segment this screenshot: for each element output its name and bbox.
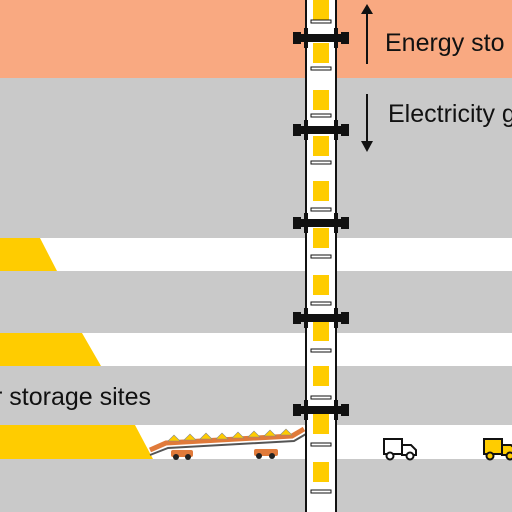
shaft-cable-segment [310, 489, 332, 494]
shaft-cable-segment [310, 442, 332, 447]
shaft-container-7 [313, 275, 329, 295]
shaft [293, 0, 349, 512]
conveyor-belt [148, 426, 306, 453]
loaded-truck-icon [483, 438, 512, 461]
shaft-clamp-left-3 [304, 213, 308, 233]
shaft-container-5 [313, 181, 329, 201]
shaft-clamp-right-5 [334, 400, 338, 420]
shaft-container-11 [313, 462, 329, 482]
shaft-container-2 [313, 43, 329, 63]
shaft-cable-segment [310, 348, 332, 353]
shaft-anchor-left-2 [293, 124, 301, 136]
electricity-generation-label: Electricity g [388, 100, 512, 128]
arrow-up [361, 4, 373, 64]
shaft-beam-4 [296, 314, 346, 322]
shaft-clamp-right-1 [334, 28, 338, 48]
shaft-container-1 [313, 0, 329, 20]
conveyor-ore-lumps [167, 428, 293, 442]
surface-band [0, 0, 512, 78]
storage-sites-label: r storage sites [0, 383, 152, 411]
shaft-beam-1 [296, 34, 346, 42]
shaft-cable-segment [310, 160, 332, 165]
shaft-anchor-right-4 [341, 312, 349, 324]
shaft-anchor-right-2 [341, 124, 349, 136]
shaft-beam-2 [296, 126, 346, 134]
shaft-anchor-right-5 [341, 404, 349, 416]
shaft-anchor-left-3 [293, 217, 301, 229]
empty-truck-icon [383, 438, 417, 461]
shaft-container-9 [313, 366, 329, 386]
shaft-anchor-right-3 [341, 217, 349, 229]
shaft-container-3 [313, 90, 329, 110]
shaft-anchor-left-1 [293, 32, 301, 44]
ore-pile-2 [0, 333, 101, 366]
conveyor-cart-2 [254, 449, 278, 459]
ore-pile-1 [0, 238, 57, 271]
shaft-cable-segment [310, 207, 332, 212]
shaft-clamp-right-4 [334, 308, 338, 328]
gallery-1 [0, 238, 512, 271]
conveyor-frame [149, 433, 307, 456]
shaft-anchor-left-4 [293, 312, 301, 324]
shaft-clamp-left-1 [304, 28, 308, 48]
shaft-clamp-left-4 [304, 308, 308, 328]
shaft-cable-segment [310, 301, 332, 306]
conveyor [148, 426, 307, 460]
shaft-details [293, 0, 349, 494]
ore-pile-3 [0, 425, 153, 459]
shaft-clamp-right-2 [334, 120, 338, 140]
arrow-down [361, 94, 373, 152]
shaft-container-4 [313, 136, 329, 156]
shaft-clamp-left-5 [304, 400, 308, 420]
shaft-container-6 [313, 228, 329, 248]
shaft-cable-segment [310, 113, 332, 118]
shaft-beam-3 [296, 219, 346, 227]
conveyor-cart-1 [171, 450, 193, 460]
shaft-cable-segment [310, 19, 332, 24]
shaft-anchor-right-1 [341, 32, 349, 44]
shaft-clamp-left-2 [304, 120, 308, 140]
shaft-anchor-left-5 [293, 404, 301, 416]
shaft-container-10 [313, 414, 329, 434]
shaft-cable-segment [310, 254, 332, 259]
shaft-cable-segment [310, 66, 332, 71]
shaft-cable-segment [310, 395, 332, 400]
shaft-beam-5 [296, 406, 346, 414]
shaft-container-8 [313, 321, 329, 341]
shaft-clamp-right-3 [334, 213, 338, 233]
energy-storage-label: Energy sto [385, 29, 505, 57]
